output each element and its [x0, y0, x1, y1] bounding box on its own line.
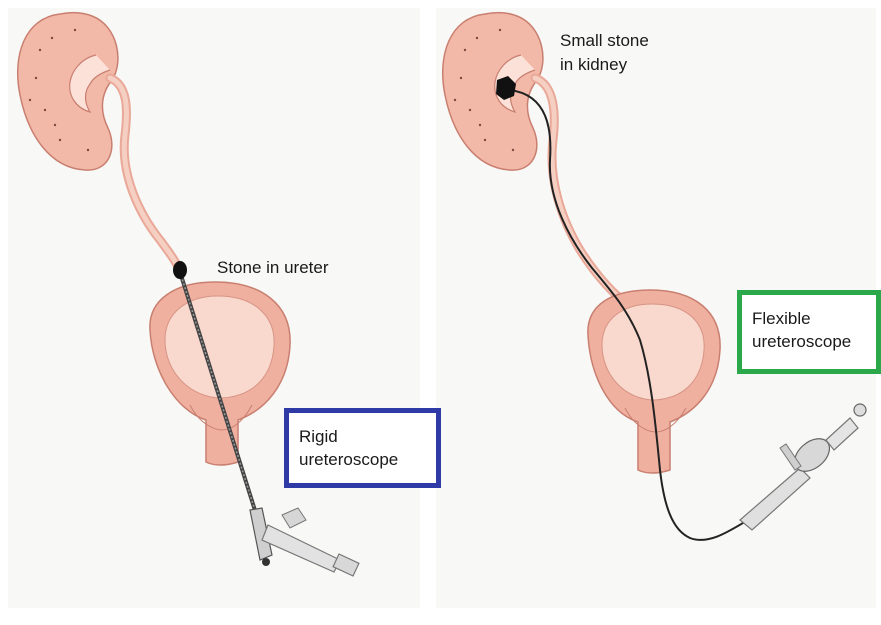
flexible-label-line2: ureteroscope	[752, 330, 876, 353]
flexible-ureteroscope-box: Flexible ureteroscope	[737, 290, 881, 374]
flexible-label-line1: Flexible	[752, 307, 876, 330]
small-stone-label-line1: Small stone	[560, 30, 649, 52]
rigid-ureteroscope-box: Rigid ureteroscope	[284, 408, 441, 488]
ureter-stone-icon	[173, 261, 187, 279]
stone-in-ureter-label: Stone in ureter	[217, 257, 329, 279]
rigid-label-line2: ureteroscope	[299, 448, 436, 471]
small-stone-label-line2: in kidney	[560, 54, 627, 76]
rigid-label-line1: Rigid	[299, 425, 436, 448]
